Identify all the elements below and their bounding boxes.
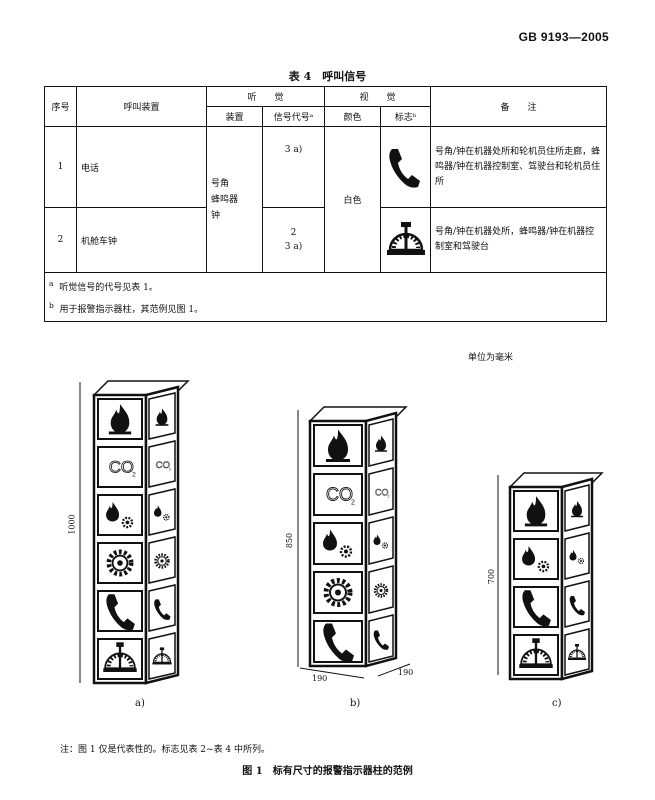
svg-text:CO: CO — [109, 458, 134, 477]
table-notes: a 听觉信号的代号见表 1。 b 用于报警指示器柱，其范例见图 1。 — [44, 272, 607, 322]
figure-label-b: b) — [350, 698, 361, 709]
telephone-icon — [106, 594, 135, 631]
telephone-icon — [154, 599, 171, 621]
fire-gear-icon — [569, 550, 585, 565]
fire-icon — [375, 435, 387, 452]
svg-text:CO: CO — [375, 488, 389, 498]
svg-text:CO: CO — [156, 460, 170, 471]
fire-icon — [326, 429, 350, 462]
row-device: 机舱车钟 — [76, 207, 207, 273]
header-no: 序号 — [44, 86, 77, 127]
engine-telegraph-icon — [152, 647, 172, 665]
call-signal-table: 序号 呼叫装置 听 觉 视 觉 备 注 装置 信号代号ᵃ 颜色 标志ᵇ 1 电话… — [44, 86, 607, 322]
note-mark: b — [49, 301, 54, 310]
engine-telegraph-icon — [519, 638, 553, 668]
fire-icon — [108, 404, 132, 435]
row-code: 2 3 a) — [261, 207, 326, 273]
fire-gear-icon — [106, 502, 134, 529]
figure-title: 图 1 标有尺寸的报警指示器柱的范例 — [242, 766, 413, 777]
gear-icon — [373, 583, 389, 598]
fire-icon — [571, 501, 583, 518]
row-remark: 号角/钟在机器处所，蜂鸣器/钟在机器控制室和驾驶台 — [430, 207, 607, 273]
header-device: 呼叫装置 — [76, 86, 207, 127]
svg-text:2: 2 — [388, 495, 390, 499]
fire-gear-icon — [323, 529, 353, 558]
note-mark: a — [49, 279, 54, 288]
table-title: 表 4 呼叫信号 — [288, 70, 367, 83]
svg-text:2: 2 — [351, 500, 355, 507]
figure-label-a: a) — [135, 698, 145, 709]
indicator-column-c-body — [508, 472, 604, 681]
gear-icon — [323, 578, 353, 607]
telephone-icon — [569, 596, 585, 616]
height-dimension-b: 850 — [285, 532, 295, 549]
table-row: 2 机舱车钟 2 3 a) 号角/钟在机器处所，蜂鸣器/钟在机器控制室和驾驶台 — [44, 207, 607, 273]
gear-icon — [154, 553, 170, 569]
row-sign — [380, 207, 432, 273]
telephone-icon — [373, 630, 389, 650]
telephone-icon — [323, 623, 354, 663]
standard-number: GB 9193—2005 — [518, 30, 609, 44]
code-line: 3 a) — [284, 242, 303, 252]
fire-gear-icon — [373, 534, 389, 549]
width-dimension-side: 190 — [398, 668, 414, 677]
note-text: 用于报警指示器柱，其范例见图 1。 — [59, 305, 204, 315]
figure-note: 注：图 1 仅是代表性的。标志见表 2~表 4 中所列。 — [60, 745, 271, 755]
shared-color: 白色 — [324, 126, 382, 273]
svg-text:2: 2 — [169, 467, 171, 471]
code-line: 2 — [290, 228, 297, 238]
height-dimension-a: 1000 — [67, 514, 77, 535]
row-code: 3 a) — [261, 126, 326, 208]
height-dimension-c: 700 — [487, 568, 497, 585]
telephone-icon — [388, 149, 420, 188]
co2-icon: CO2 — [108, 457, 136, 478]
svg-text:2: 2 — [132, 471, 136, 478]
engine-telegraph-icon — [386, 222, 425, 255]
row-remark: 号角/钟在机器处所和轮机员住所走廊，蜂鸣器/钟在机器控制室、驾驶台和轮机员住所 — [430, 126, 607, 208]
row-sign — [380, 126, 432, 208]
note-text: 听觉信号的代号见表 1。 — [59, 283, 158, 293]
table-note: a 听觉信号的代号见表 1。 — [49, 275, 602, 297]
fire-icon — [524, 496, 548, 527]
fire-icon — [155, 408, 169, 426]
width-dimension-front: 190 — [312, 674, 328, 683]
engine-telegraph-icon — [568, 644, 586, 660]
engine-telegraph-icon — [103, 642, 137, 672]
co2-icon: CO2 — [155, 460, 171, 471]
shared-audible-device: 号角 蜂鸣器 钟 — [206, 126, 263, 273]
dimension-lines — [79, 382, 499, 683]
table-note: b 用于报警指示器柱，其范例见图 1。 — [49, 297, 602, 319]
fire-gear-icon — [522, 546, 550, 573]
table-row: 1 电话 号角 蜂鸣器 钟 3 a) 白色 号角/钟在机器处所和轮机员住所走廊，… — [44, 126, 607, 273]
row-device: 电话 — [76, 126, 207, 208]
svg-text:CO: CO — [326, 485, 353, 505]
co2-icon: CO2 — [326, 484, 355, 507]
units-note: 单位为毫米 — [468, 353, 514, 363]
figure-label-c: c) — [552, 698, 562, 709]
telephone-icon — [522, 590, 551, 627]
